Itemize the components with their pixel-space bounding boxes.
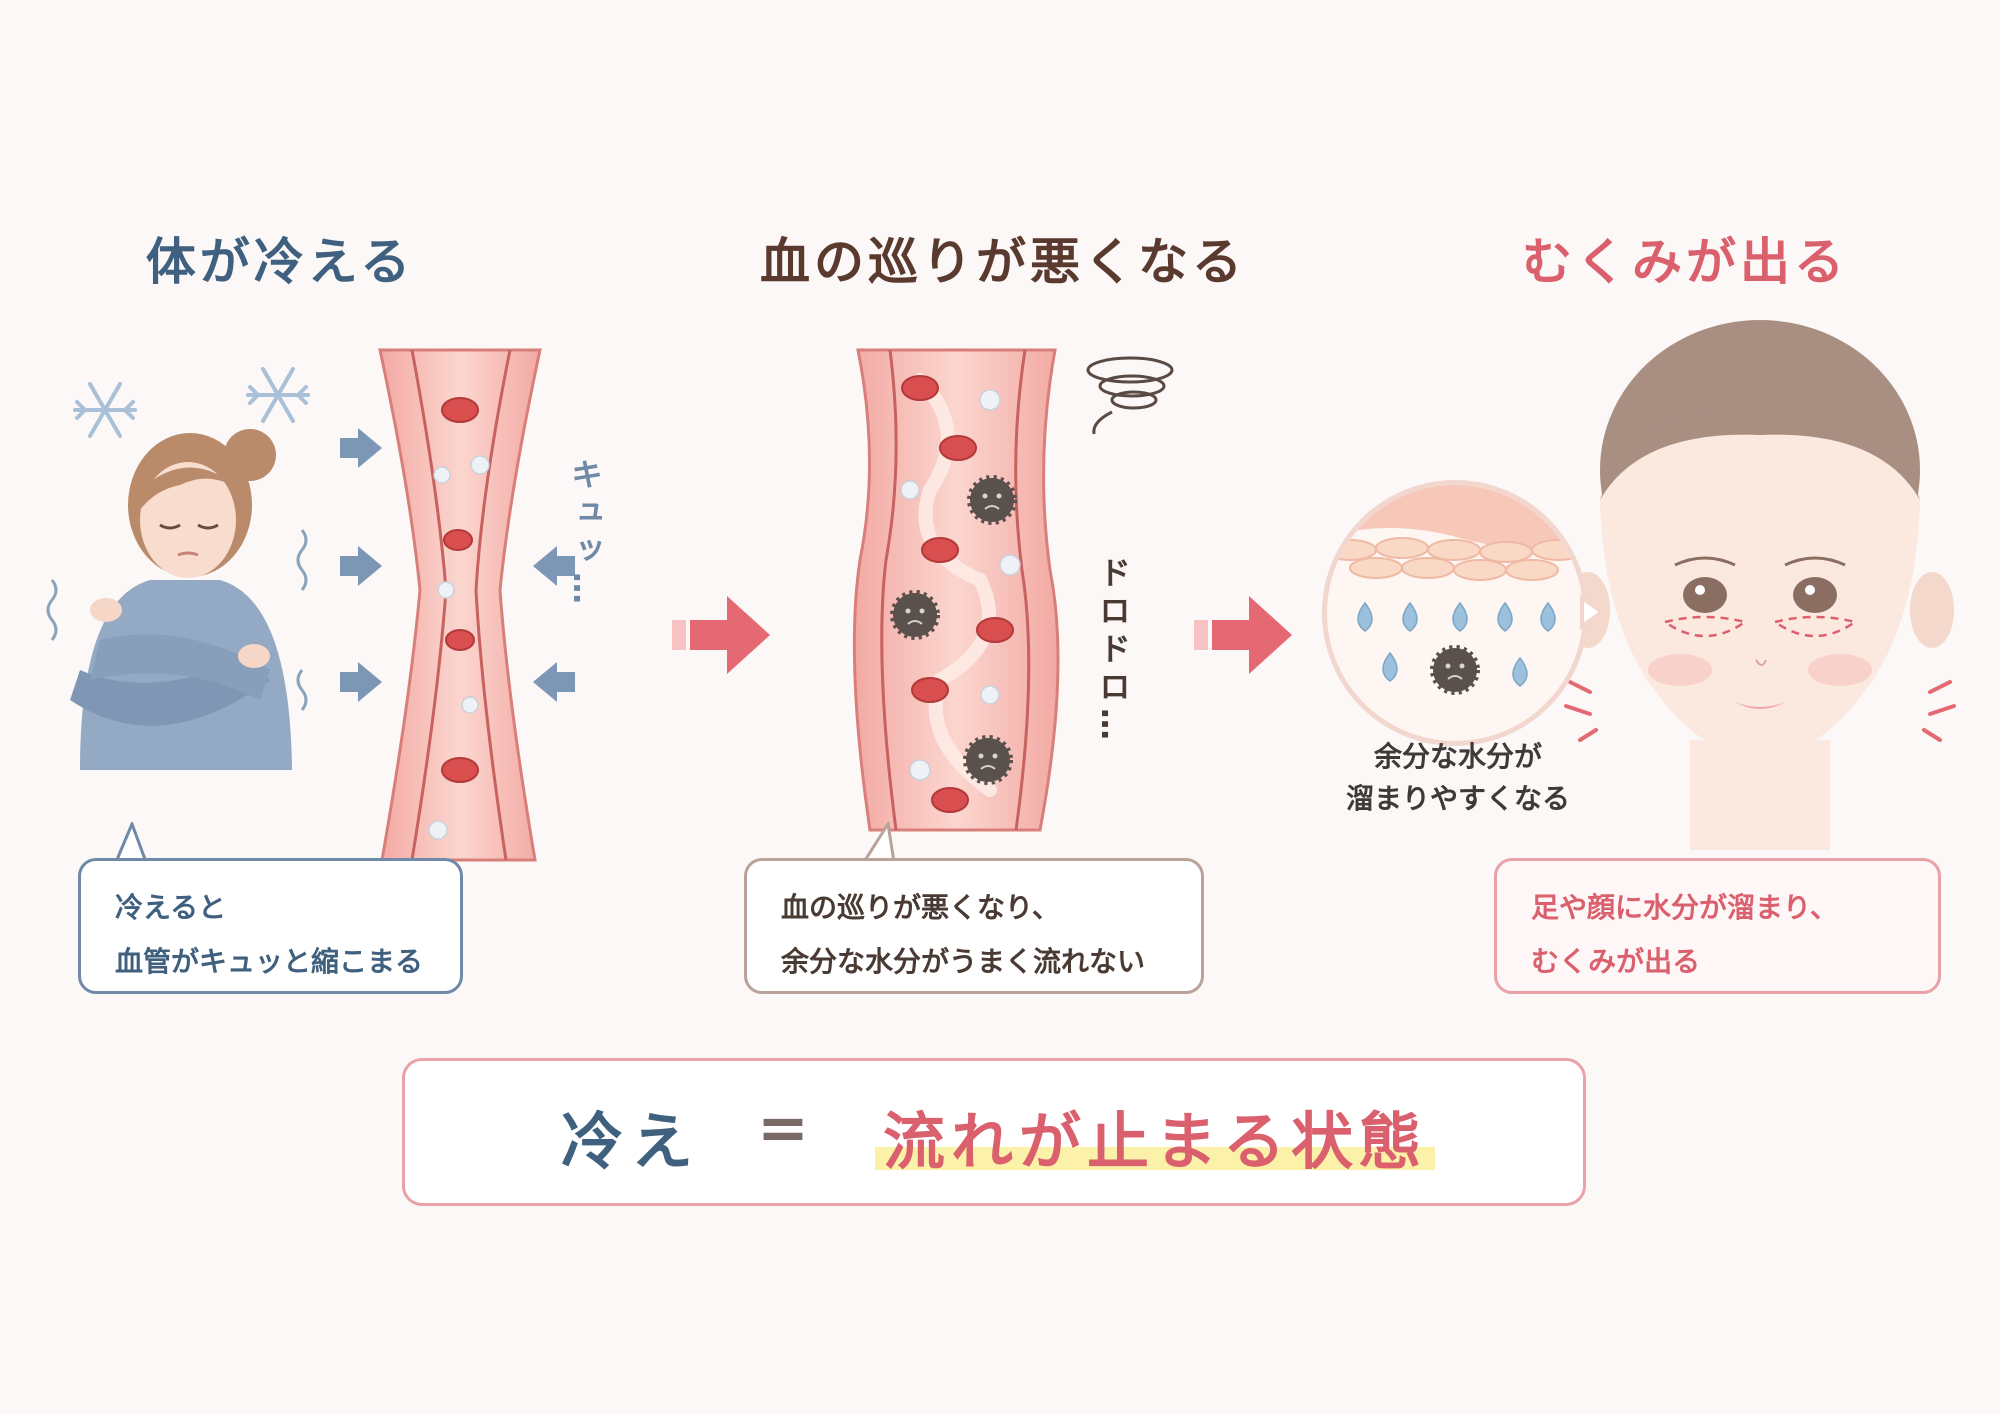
summary-box: 冷え = 流れが止まる状態 (402, 1058, 1586, 1206)
step3-title: むくみが出る (1522, 233, 1848, 291)
step2-illustration (852, 348, 1174, 832)
dizzy-swirl-icon (1086, 356, 1174, 435)
push-arrow-icon (340, 428, 575, 702)
step1-onomatopoeia: キュッ… (566, 458, 604, 610)
water-drop-icon (1357, 601, 1556, 687)
step3-caption-bubble: 足や顔に水分が溜まり、 むくみが出る (1494, 858, 1941, 994)
step3-caption-line2: むくみが出る (1531, 945, 1701, 978)
snowflake-icon (73, 382, 137, 438)
shiver-icon (46, 529, 308, 711)
sad-waste-particle-icon (890, 475, 1017, 785)
step2-onomatopoeia: ドロドロ… (1094, 556, 1132, 746)
sad-waste-particle-icon (1430, 645, 1480, 695)
step2-bubble-tail (862, 822, 898, 862)
zoomed-tissue-illustration (1322, 480, 1600, 746)
summary-equals-sign: = (757, 1091, 809, 1164)
step1-caption-bubble: 冷えると 血管がキュッと縮こまる (78, 858, 463, 994)
step2-caption-bubble: 血の巡りが悪くなり、 余分な水分がうまく流れない (744, 858, 1204, 994)
step2-caption-line2: 余分な水分がうまく流れない (781, 945, 1146, 978)
sluggish-vessel (852, 348, 1060, 832)
step1-bubble-tail (114, 822, 150, 862)
step2-caption-line1: 血の巡りが悪くなり、 (781, 891, 1060, 924)
step1-caption-line2: 血管がキュッと縮こまる (115, 945, 424, 978)
summary-cold-label: 冷え (561, 1105, 702, 1178)
arrow-right-icon (672, 596, 770, 674)
step1-illustration (46, 348, 575, 862)
swollen-face-illustration (1564, 320, 1956, 850)
constricted-vessel (378, 348, 542, 862)
zoom-caption-line1: 余分な水分が (1373, 740, 1542, 773)
zoom-caption: 余分な水分が 溜まりやすくなる (1336, 736, 1580, 820)
step2-title: 血の巡りが悪くなる (760, 233, 1246, 291)
step1-title: 体が冷える (145, 233, 415, 291)
zoom-caption-line2: 溜まりやすくなる (1345, 782, 1570, 815)
step1-caption-line1: 冷えると (115, 891, 227, 924)
arrow-right-icon (1194, 596, 1292, 674)
step3-caption-line1: 足や顔に水分が溜まり、 (1531, 891, 1838, 924)
summary-flow-stopped-label: 流れが止まる状態 (875, 1091, 1436, 1181)
snowflake-icon (246, 367, 310, 423)
